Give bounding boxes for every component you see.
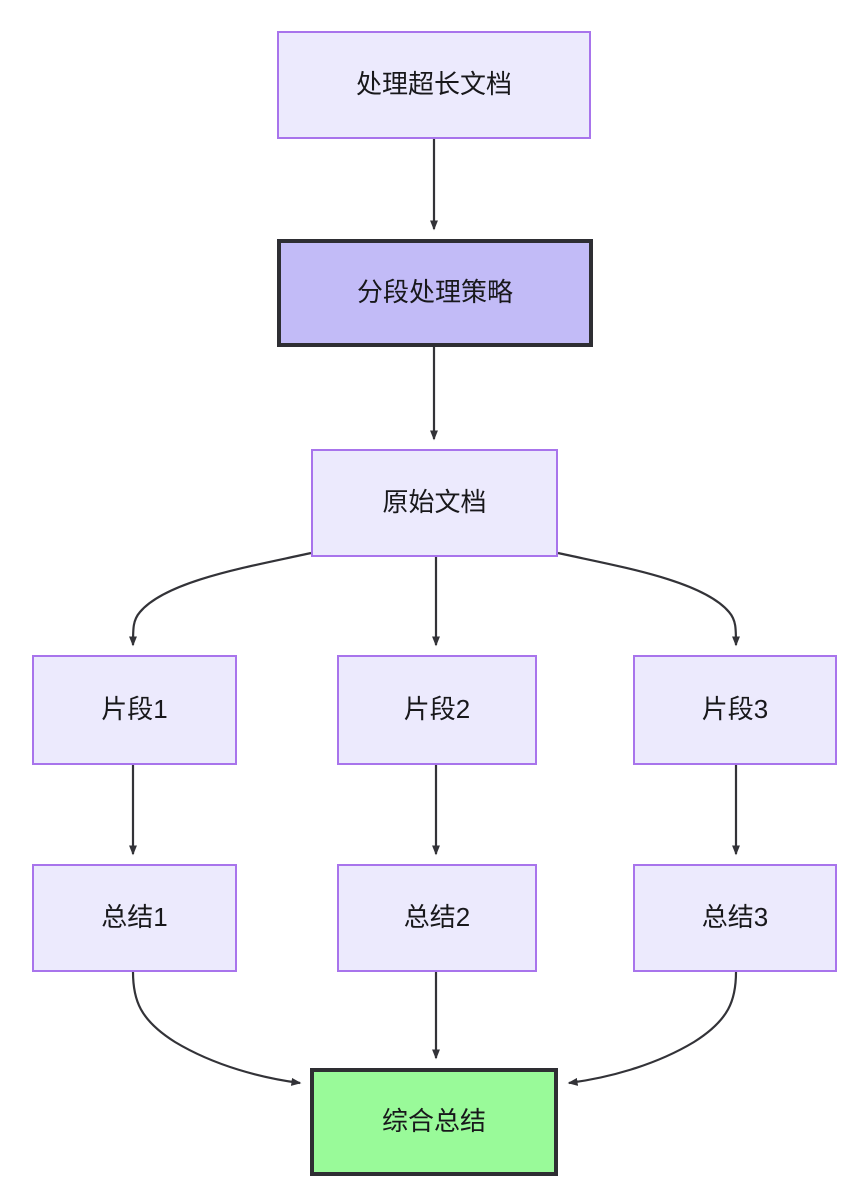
node-fragment-1[interactable]: 片段1: [32, 655, 237, 765]
node-original-document[interactable]: 原始文档: [311, 449, 558, 557]
node-label: 片段1: [101, 694, 168, 725]
node-label: 处理超长文档: [355, 69, 512, 100]
node-summary-1[interactable]: 总结1: [32, 864, 237, 972]
node-label: 综合总结: [381, 1106, 486, 1137]
node-label: 片段3: [701, 694, 769, 725]
node-label: 原始文档: [382, 487, 487, 518]
edge-n9-n10: [567, 971, 738, 1086]
node-label: 总结1: [101, 902, 168, 933]
edge-n3-n6: [557, 551, 740, 647]
node-label: 总结2: [403, 902, 471, 933]
node-label: 总结3: [701, 902, 769, 933]
node-chunking-strategy[interactable]: 分段处理策略: [277, 239, 593, 347]
node-label: 片段2: [403, 694, 471, 725]
edge-n3-n4: [129, 551, 312, 647]
node-fragment-3[interactable]: 片段3: [633, 655, 837, 765]
node-summary-3[interactable]: 总结3: [633, 864, 837, 972]
node-combined-summary[interactable]: 综合总结: [310, 1068, 558, 1176]
edge-n7-n10: [131, 971, 302, 1086]
node-label: 分段处理策略: [356, 277, 513, 308]
node-summary-2[interactable]: 总结2: [337, 864, 537, 972]
node-fragment-2[interactable]: 片段2: [337, 655, 537, 765]
node-process-long-document[interactable]: 处理超长文档: [277, 31, 591, 139]
